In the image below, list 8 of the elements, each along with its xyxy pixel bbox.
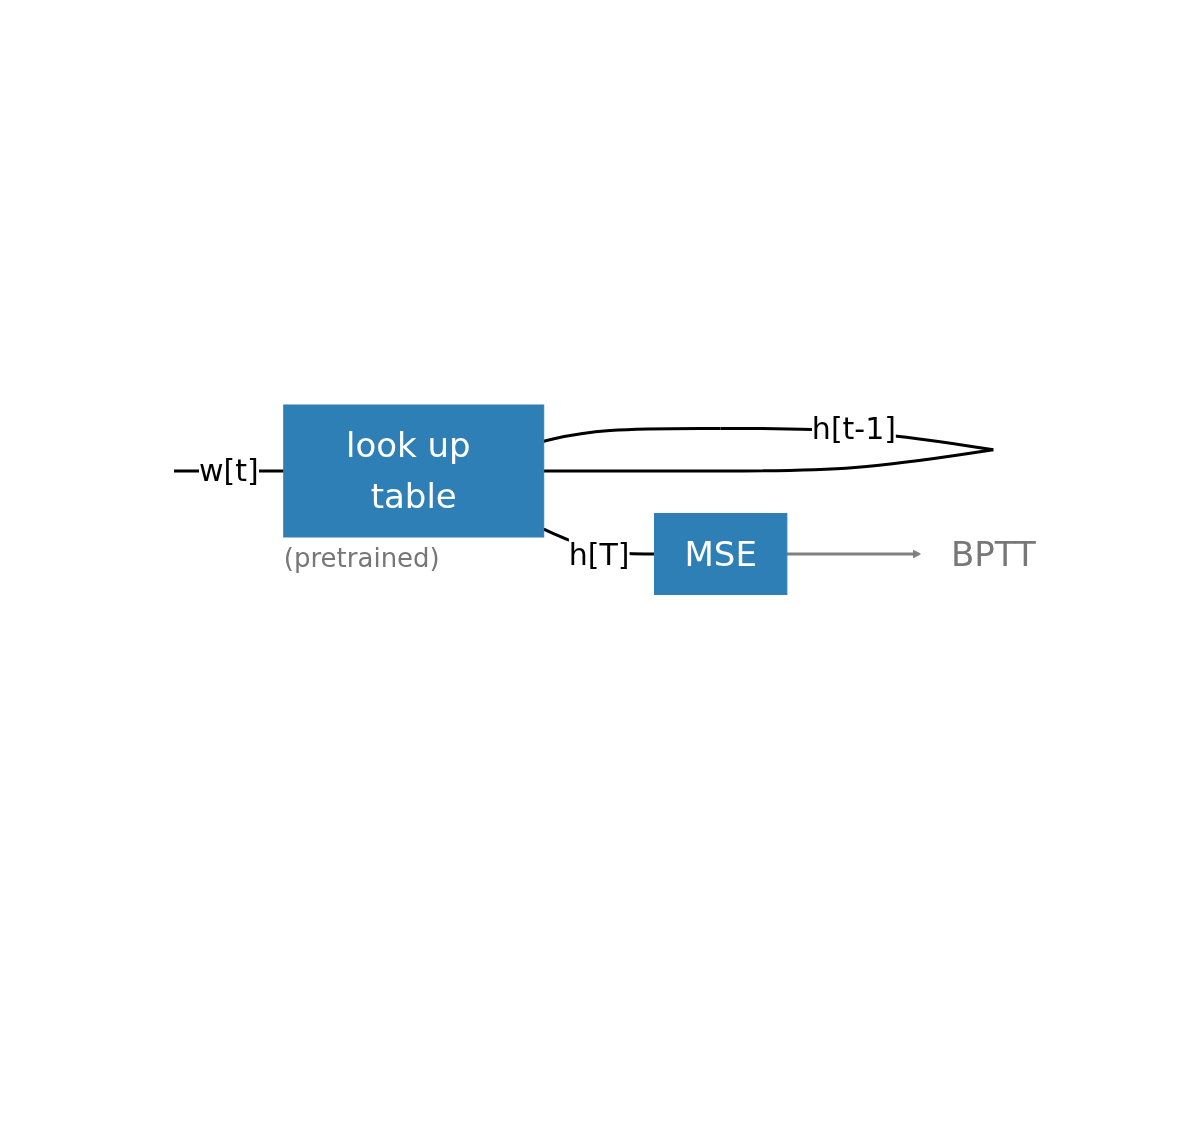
node-caption: (pretrained) <box>283 543 440 574</box>
node-box: MSE <box>654 513 788 596</box>
edge-label: h[T] <box>568 536 630 572</box>
edge-label: w[t] <box>199 453 259 489</box>
connector-line <box>787 549 922 559</box>
node-text: BPTT <box>951 533 1036 574</box>
edge-label: h[t-1] <box>811 411 897 447</box>
node-box: look up table <box>283 404 545 538</box>
